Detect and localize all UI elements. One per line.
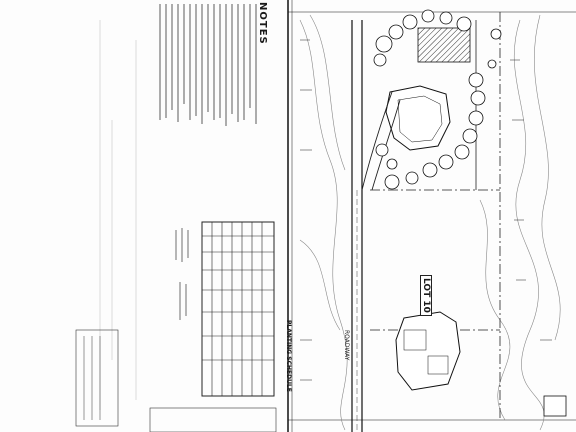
- house-footprint-upper: [385, 27, 471, 151]
- roadway: [351, 20, 363, 432]
- planting-schedule-table: [201, 221, 275, 397]
- drawing-frame: [287, 0, 576, 432]
- title-block-stub: [75, 329, 277, 432]
- road-label: ROADWAY: [343, 330, 350, 361]
- house-footprint-lower: [395, 311, 567, 417]
- tree-clusters: [373, 9, 502, 190]
- planting-schedule-heading: PLANTING SCHEDULE: [285, 320, 292, 392]
- notes-heading: NOTES: [257, 2, 268, 45]
- legend-text: [175, 228, 189, 320]
- notes-text-block: [159, 4, 257, 126]
- lot-label: LOT 10: [420, 275, 432, 316]
- driveway: [361, 91, 401, 191]
- annotation-marks: [300, 39, 552, 381]
